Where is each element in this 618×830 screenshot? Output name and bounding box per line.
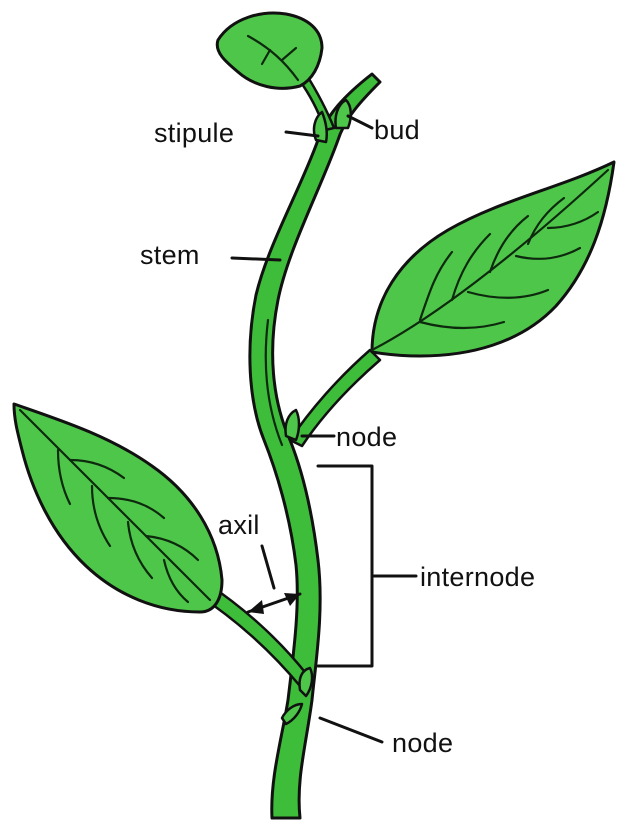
axil-leader: [262, 546, 274, 588]
label-axil: axil: [218, 510, 260, 540]
label-node-lower: node: [392, 728, 453, 758]
right-leaf: [290, 162, 614, 446]
stem-leader: [232, 258, 280, 260]
label-stem: stem: [140, 240, 200, 270]
label-node-upper: node: [336, 422, 397, 452]
label-internode: internode: [420, 562, 535, 592]
internode-bracket: [318, 466, 372, 666]
left-leaf: [14, 404, 308, 686]
node-lower-leader: [320, 718, 382, 742]
top-leaf: [217, 13, 334, 130]
label-bud: bud: [374, 115, 420, 145]
label-stipule: stipule: [154, 118, 234, 148]
right-leaf-blade: [372, 162, 614, 356]
upper-node-shape: [285, 410, 299, 440]
axil-arrowhead-left: [248, 600, 264, 614]
stipule-shape: [314, 112, 327, 142]
bud-leader: [348, 116, 372, 128]
